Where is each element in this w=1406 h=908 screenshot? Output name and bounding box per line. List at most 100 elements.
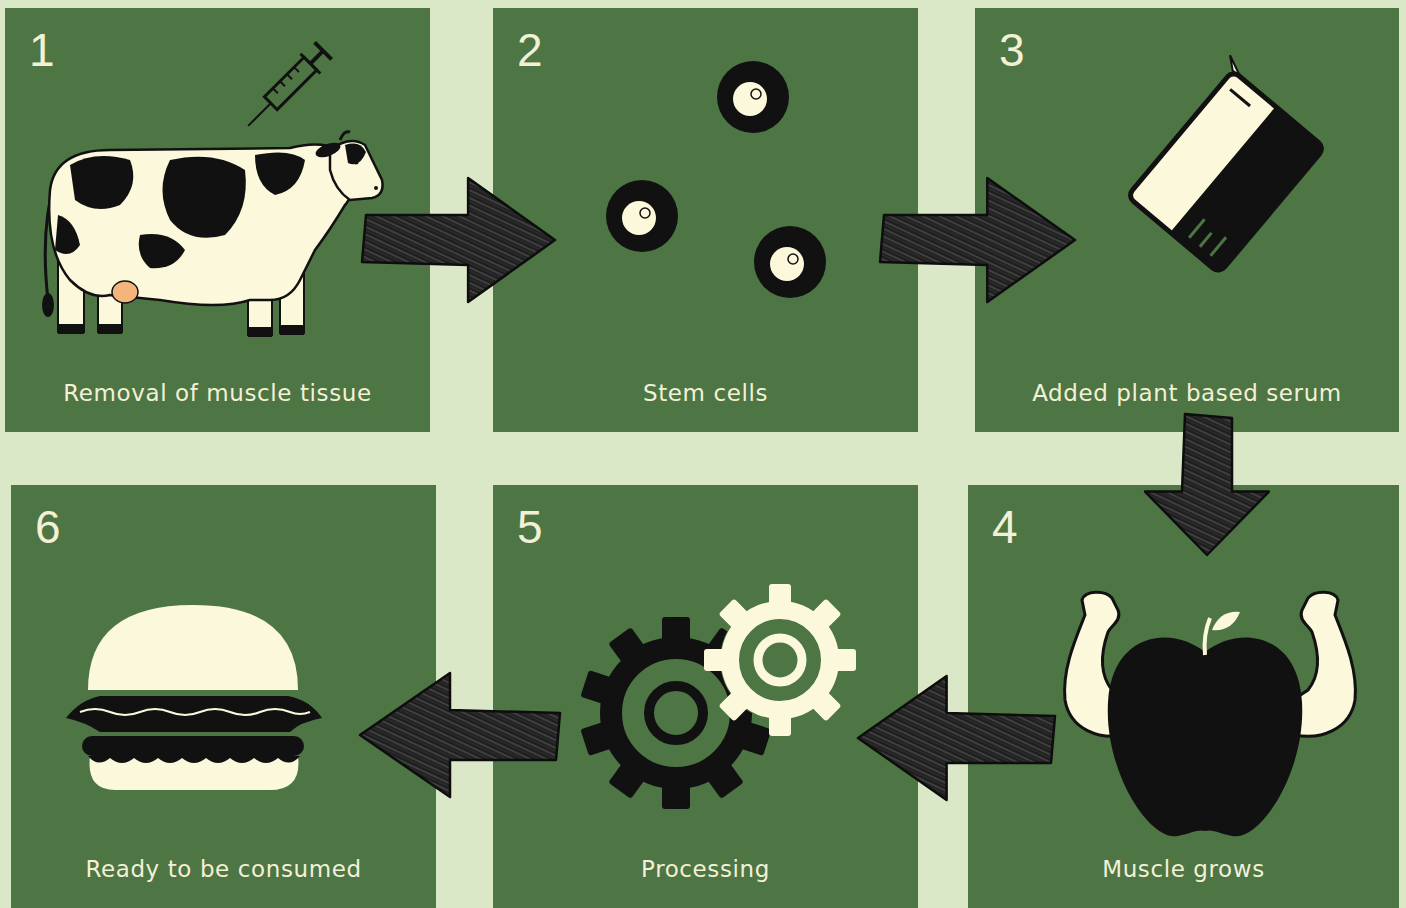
gear-icon-part	[769, 714, 791, 736]
syringe-icon	[238, 41, 333, 136]
burger-icon-part	[80, 709, 310, 715]
gear-icon-part	[704, 649, 726, 671]
stem-cell-icons-part	[751, 89, 761, 99]
gear-icon-part	[730, 610, 830, 710]
step-number: 3	[999, 24, 1025, 76]
cow-illustration-part	[340, 132, 350, 140]
burger-icon	[66, 605, 322, 790]
muscle-apple-icon-part	[1205, 618, 1210, 655]
cow-illustration-part	[139, 234, 185, 268]
beaker-icon-part	[1127, 71, 1324, 274]
muscle-apple-icon-part	[1212, 612, 1240, 630]
cow-illustration-part	[58, 324, 84, 334]
muscle-apple-icon-part	[1065, 592, 1140, 736]
cow-illustration-part	[70, 156, 133, 209]
cow-illustration-part	[98, 258, 122, 332]
syringe-icon-part	[264, 57, 316, 109]
step-number: 5	[517, 501, 543, 553]
cow-illustration-part	[42, 293, 54, 317]
flow-arrow	[1145, 414, 1269, 555]
step-label: Removal of muscle tissue	[15, 378, 420, 408]
flow-arrow	[362, 178, 555, 302]
burger-icon-part	[66, 696, 322, 732]
flow-arrow	[858, 676, 1055, 800]
step-label: Processing	[503, 854, 908, 884]
cow-illustration-part	[55, 215, 80, 254]
beaker-icon-part	[1211, 237, 1226, 255]
step-number: 1	[29, 24, 55, 76]
step-panel: 2Stem cells	[493, 8, 918, 432]
syringe-icon-part	[287, 74, 292, 79]
flow-arrow	[360, 673, 560, 797]
stem-cell-icons-part	[788, 254, 798, 264]
gear-icon-part	[810, 690, 841, 721]
beaker-icon-part	[1224, 55, 1247, 77]
cow-illustration-part	[248, 258, 272, 335]
beaker-icon-part	[1189, 219, 1204, 237]
gear-icon-part	[608, 627, 646, 664]
burger-icon-part	[88, 756, 300, 763]
beaker-icon-part	[1127, 71, 1275, 233]
muscle-apple-icon-part	[1108, 637, 1302, 836]
syringe-icon-part	[315, 42, 332, 59]
flow-arrow	[880, 178, 1075, 302]
syringe-icon-part	[273, 88, 278, 93]
cow-illustration-part	[45, 180, 55, 300]
muscle-apple-icon	[1065, 592, 1356, 836]
beaker-icon-part	[1200, 233, 1212, 247]
gear-icon-part	[580, 721, 613, 756]
connector-group	[360, 178, 1269, 800]
stem-cell-icons	[606, 61, 826, 298]
step-panel: 4Muscle grows	[968, 485, 1399, 908]
step-label: Added plant based serum	[985, 378, 1389, 408]
gear-icon	[580, 617, 771, 809]
step-panel: 5Processing	[493, 485, 918, 908]
burger-icon-part	[90, 756, 299, 790]
cow-illustration-part	[255, 152, 305, 195]
gear-icon-part	[662, 783, 690, 809]
step-number: 4	[992, 501, 1018, 553]
gear-icon-part	[720, 600, 840, 720]
stem-cell-icons-part	[640, 208, 650, 218]
step-panel: 6Ready to be consumed	[11, 485, 436, 908]
gear-icon-part	[834, 649, 856, 671]
cow-illustration-part	[374, 186, 378, 190]
stem-cell-icons-part	[622, 201, 656, 235]
syringe-icon-part	[248, 103, 271, 126]
step-number: 6	[35, 501, 61, 553]
step-label: Stem cells	[503, 378, 908, 408]
cow-illustration-part	[354, 160, 359, 165]
syringe-icon-part	[300, 54, 320, 74]
beaker-icon-part	[1127, 71, 1324, 274]
cow-illustration-part	[163, 157, 246, 238]
gear-icon-part	[608, 761, 646, 798]
cow-illustration-part	[280, 325, 304, 335]
step-panel: 1Removal of muscle tissue	[5, 8, 430, 432]
gear-icon	[704, 584, 856, 736]
burger-icon-part	[82, 736, 304, 756]
syringe-icon-part	[280, 81, 285, 86]
cow-illustration-part	[345, 144, 366, 165]
step-label: Ready to be consumed	[21, 854, 426, 884]
stem-cell-icons-part	[606, 180, 678, 252]
beaker-icon	[1118, 55, 1331, 273]
stem-cell-icons-part	[770, 247, 804, 281]
cow-illustration-part	[248, 327, 272, 337]
cow-illustration	[42, 132, 383, 337]
gear-icon-part	[662, 617, 690, 643]
stem-cell-icons-part	[733, 82, 767, 116]
gear-icon-part	[706, 761, 744, 798]
gear-icon-part	[718, 598, 749, 629]
gear-icon-part	[738, 721, 771, 756]
gear-icon-part	[706, 627, 744, 664]
syringe-icon-part	[310, 51, 323, 64]
cow-illustration-part	[330, 141, 383, 200]
step-number: 2	[517, 24, 543, 76]
step-panel: 3Added plant based serum	[975, 8, 1399, 432]
muscle-apple-icon-part	[1280, 592, 1355, 736]
burger-icon-part	[88, 605, 298, 690]
gear-icon-part	[718, 690, 749, 721]
